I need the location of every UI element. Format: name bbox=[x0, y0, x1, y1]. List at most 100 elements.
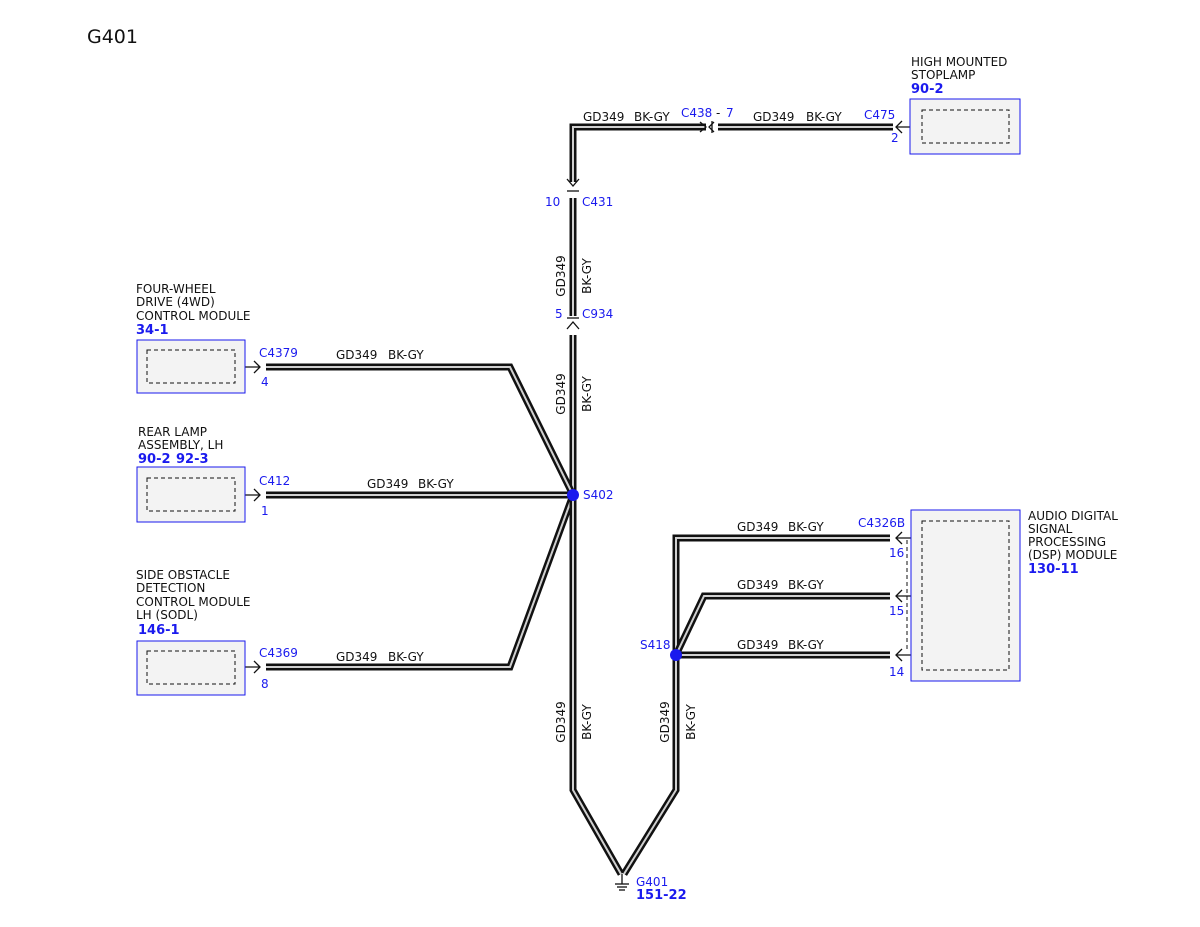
dsp-label: AUDIO DIGITAL SIGNAL PROCESSING (DSP) MO… bbox=[1028, 509, 1118, 577]
rear-lamp-name-line1: REAR LAMP bbox=[138, 425, 207, 439]
svg-text:GD349: GD349 bbox=[554, 701, 568, 742]
svg-text:BK-GY: BK-GY bbox=[418, 477, 454, 491]
svg-text:GD349: GD349 bbox=[554, 373, 568, 414]
svg-text:GD349: GD349 bbox=[737, 638, 778, 652]
splice-s418-dot bbox=[670, 649, 682, 661]
wire-4wd bbox=[266, 363, 577, 497]
sodl-component-box bbox=[136, 640, 246, 696]
c438-pin: 7 bbox=[726, 106, 734, 120]
wire-label-rear-lamp: GD349 BK-GY bbox=[367, 477, 454, 491]
c934-pin: 5 bbox=[555, 307, 563, 321]
svg-text:BK-GY: BK-GY bbox=[788, 638, 824, 652]
svg-text:GD349: GD349 bbox=[737, 520, 778, 534]
svg-text:BK-GY: BK-GY bbox=[788, 578, 824, 592]
rear-lamp-component-box bbox=[136, 466, 246, 523]
wire-label-s402-ground: GD349 BK-GY bbox=[554, 701, 594, 742]
c475-pin: 2 bbox=[891, 131, 899, 145]
svg-text:BK-GY: BK-GY bbox=[634, 110, 670, 124]
dsp-name-line3: PROCESSING bbox=[1028, 535, 1106, 549]
hmsl-name-line2: STOPLAMP bbox=[911, 68, 975, 82]
c4326b-pin-15: 15 bbox=[889, 604, 904, 618]
c412-id: C412 bbox=[259, 474, 290, 488]
c412-pin: 1 bbox=[261, 504, 269, 518]
svg-text:BK-GY: BK-GY bbox=[684, 704, 698, 740]
wire-s402-ground bbox=[569, 495, 625, 876]
c438-pin-symbol bbox=[699, 121, 715, 133]
svg-text:GD349: GD349 bbox=[737, 578, 778, 592]
sodl-name-line1: SIDE OBSTACLE bbox=[136, 568, 230, 582]
c4326b-pin-16: 16 bbox=[889, 546, 904, 560]
wire-label-dsp-15: GD349 BK-GY bbox=[737, 578, 824, 592]
dsp-ref[interactable]: 130-11 bbox=[1028, 562, 1079, 577]
wire-label-s418-ground: GD349 BK-GY bbox=[658, 701, 698, 742]
sodl-name-line4: LH (SODL) bbox=[136, 608, 198, 622]
fwd-label: FOUR-WHEEL DRIVE (4WD) CONTROL MODULE 34… bbox=[136, 282, 251, 338]
sodl-name-line3: CONTROL MODULE bbox=[136, 595, 251, 609]
splice-s418-label: S418 bbox=[640, 638, 671, 652]
c4369-id: C4369 bbox=[259, 646, 298, 660]
wire-label-c934-s402: GD349 BK-GY bbox=[554, 373, 594, 414]
c4326b-id: C4326B bbox=[858, 516, 905, 530]
svg-text:GD349: GD349 bbox=[336, 348, 377, 362]
c431-pin-symbol bbox=[566, 178, 580, 192]
wire-label-sodl: GD349 BK-GY bbox=[336, 650, 424, 664]
ground-id: G401 bbox=[636, 875, 668, 889]
svg-text:GD349: GD349 bbox=[753, 110, 794, 124]
fwd-component-box bbox=[136, 339, 246, 394]
rear-lamp-name-line2: ASSEMBLY, LH bbox=[138, 438, 223, 452]
splice-s402-dot bbox=[567, 489, 579, 501]
dsp-name-line1: AUDIO DIGITAL bbox=[1028, 509, 1118, 523]
fwd-name-line3: CONTROL MODULE bbox=[136, 309, 251, 323]
wire-dsp-15 bbox=[672, 592, 890, 657]
wire-label-dsp-16: GD349 BK-GY bbox=[737, 520, 824, 534]
ground-ref[interactable]: 151-22 bbox=[636, 888, 687, 903]
c4379-id: C4379 bbox=[259, 346, 298, 360]
c438-separator: - bbox=[716, 106, 720, 120]
ground-symbol bbox=[615, 874, 629, 891]
dsp-name-line4: (DSP) MODULE bbox=[1028, 548, 1117, 562]
svg-text:GD349: GD349 bbox=[554, 255, 568, 296]
wire-top-left bbox=[569, 123, 706, 182]
fwd-ref[interactable]: 34-1 bbox=[136, 323, 169, 338]
c431-id: C431 bbox=[582, 195, 613, 209]
c4369-pin: 8 bbox=[261, 677, 269, 691]
svg-text:BK-GY: BK-GY bbox=[580, 704, 594, 740]
svg-text:BK-GY: BK-GY bbox=[806, 110, 842, 124]
rear-lamp-label: REAR LAMP ASSEMBLY, LH 90-2 92-3 bbox=[138, 425, 223, 467]
svg-text:GD349: GD349 bbox=[367, 477, 408, 491]
svg-text:BK-GY: BK-GY bbox=[388, 650, 424, 664]
hmsl-ref[interactable]: 90-2 bbox=[911, 82, 944, 97]
rear-lamp-ref2[interactable]: 92-3 bbox=[176, 452, 209, 467]
wire-label-c431-c934: GD349 BK-GY bbox=[554, 255, 594, 296]
wire-label-top-left: GD349 BK-GY bbox=[583, 110, 670, 124]
wire-label-dsp-14: GD349 BK-GY bbox=[737, 638, 824, 652]
sodl-name-line2: DETECTION bbox=[136, 581, 205, 595]
c4326b-pin-14: 14 bbox=[889, 665, 904, 679]
splice-s402-label: S402 bbox=[583, 488, 614, 502]
c934-id: C934 bbox=[582, 307, 613, 321]
dsp-component-box bbox=[910, 509, 1021, 682]
dsp-name-line2: SIGNAL bbox=[1028, 522, 1073, 536]
svg-text:BK-GY: BK-GY bbox=[388, 348, 424, 362]
svg-text:GD349: GD349 bbox=[658, 701, 672, 742]
wire-dsp-16 bbox=[672, 534, 890, 655]
sodl-ref[interactable]: 146-1 bbox=[138, 623, 180, 638]
svg-text:BK-GY: BK-GY bbox=[580, 376, 594, 412]
fwd-name-line1: FOUR-WHEEL bbox=[136, 282, 216, 296]
c934-pin-symbol bbox=[566, 317, 580, 330]
hmsl-component-box bbox=[909, 98, 1021, 155]
svg-text:BK-GY: BK-GY bbox=[580, 258, 594, 294]
svg-text:GD349: GD349 bbox=[336, 650, 377, 664]
wires bbox=[266, 123, 893, 876]
wire-sodl bbox=[266, 493, 577, 671]
wire-label-top-right: GD349 BK-GY bbox=[753, 110, 842, 124]
wire-label-4wd: GD349 BK-GY bbox=[336, 348, 424, 362]
c438-id: C438 bbox=[681, 106, 712, 120]
page-title: G401 bbox=[87, 26, 138, 48]
rear-lamp-ref1[interactable]: 90-2 bbox=[138, 452, 171, 467]
fwd-name-line2: DRIVE (4WD) bbox=[136, 295, 215, 309]
svg-text:GD349: GD349 bbox=[583, 110, 624, 124]
c4379-pin: 4 bbox=[261, 375, 269, 389]
sodl-label: SIDE OBSTACLE DETECTION CONTROL MODULE L… bbox=[136, 568, 251, 638]
